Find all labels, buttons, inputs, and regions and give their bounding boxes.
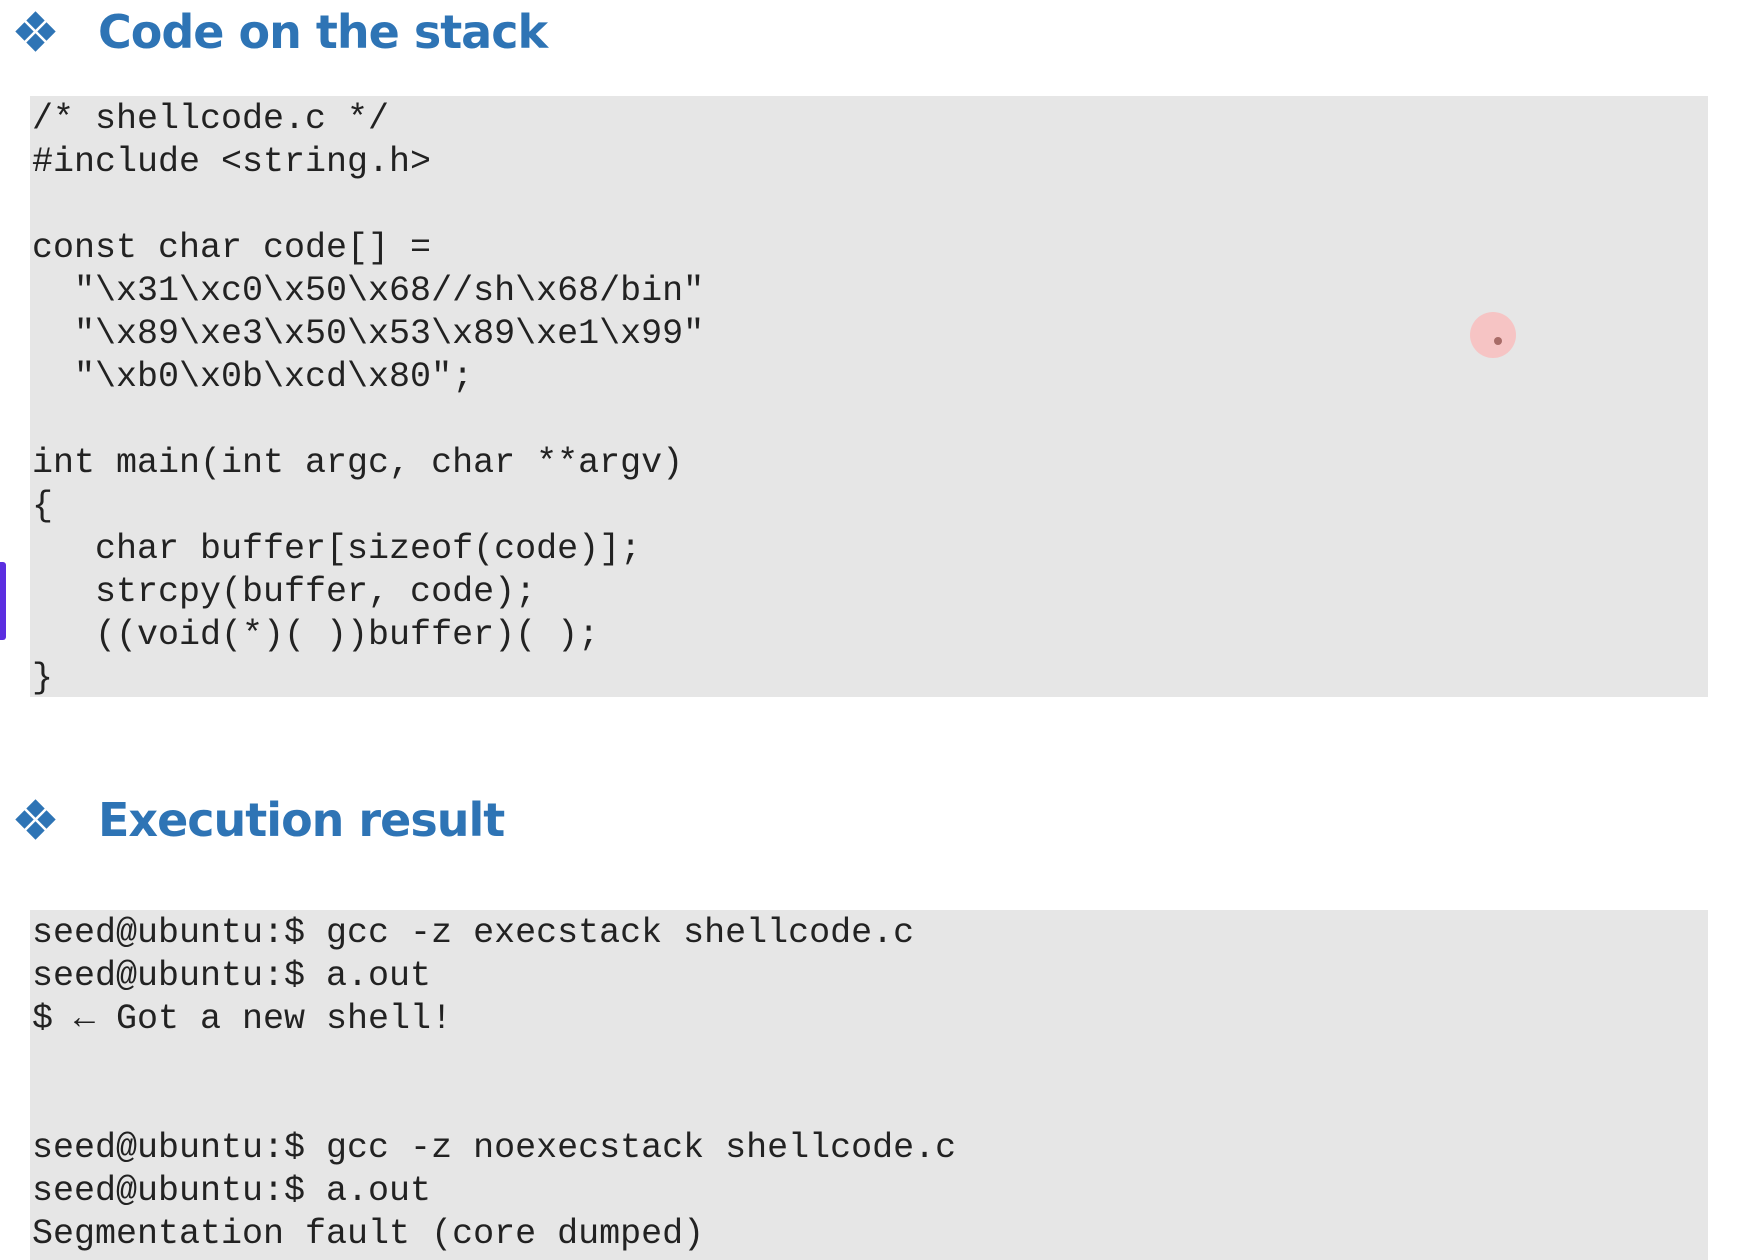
code-line: seed@ubuntu:$ gcc -z noexecstack shellco… [32,1128,957,1168]
side-tab-handle[interactable] [0,562,6,640]
code-line: strcpy(buffer, code); [32,572,537,612]
code-line: seed@ubuntu:$ a.out [32,956,432,996]
heading-title: Code on the stack [98,5,548,59]
code-line: seed@ubuntu:$ gcc -z execstack shellcode… [32,913,915,953]
terminal-output-block: seed@ubuntu:$ gcc -z execstack shellcode… [30,910,1708,1260]
code-line: int main(int argc, char **argv) [32,443,684,483]
code-line: ((void(*)( ))buffer)( ); [32,615,600,655]
diamond-bullet-icon [14,798,58,842]
code-line: "\x31\xc0\x50\x68//sh\x68/bin" [32,271,705,311]
code-line [32,1084,1708,1127]
code-line [32,399,1708,442]
terminal-text: seed@ubuntu:$ gcc -z execstack shellcode… [30,912,1708,1256]
code-line: { [32,486,54,526]
code-line: $ ← Got a new shell! [32,999,453,1039]
code-line: Segmentation fault (core dumped) [32,1214,705,1254]
section-heading-code: Code on the stack [14,2,548,62]
code-line: const char code[] = [32,228,432,268]
code-block: /* shellcode.c */#include <string.h> con… [30,96,1708,700]
diamond-bullet-icon [14,10,58,54]
mouse-cursor-indicator [1470,312,1516,358]
heading-title: Execution result [98,793,505,847]
code-line: "\x89\xe3\x50\x53\x89\xe1\x99" [32,314,705,354]
code-line: "\xb0\x0b\xcd\x80"; [32,357,474,397]
code-line: char buffer[sizeof(code)]; [32,529,642,569]
code-line [32,1041,1708,1084]
code-line: seed@ubuntu:$ a.out [32,1171,432,1211]
code-line: /* shellcode.c */ [32,99,390,139]
code-line: #include <string.h> [32,142,432,182]
code-text: /* shellcode.c */#include <string.h> con… [30,98,1708,700]
code-line [32,184,1708,227]
section-heading-execution: Execution result [14,790,505,850]
code-line: } [32,658,54,698]
